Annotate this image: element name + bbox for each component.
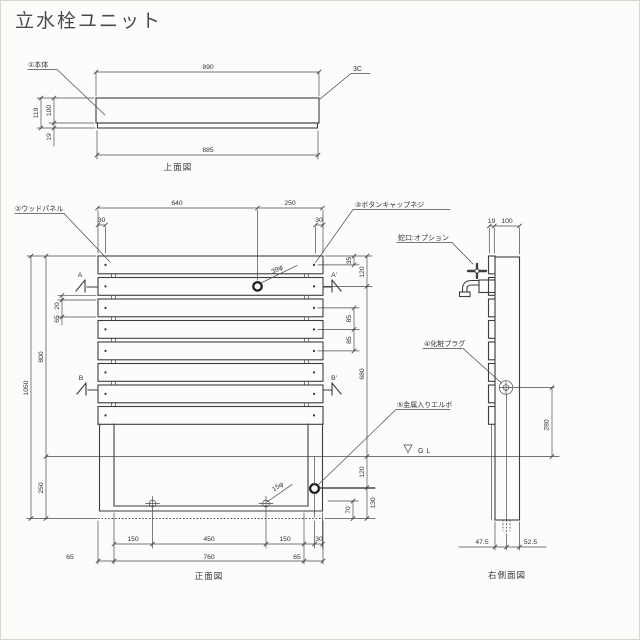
dim-52-5: 52.5 — [524, 539, 537, 546]
side-slat-ends — [487, 255, 496, 425]
gl-triangle-icon — [403, 444, 413, 454]
section-b-prime: B' — [331, 375, 337, 382]
dim-885: 885 — [202, 147, 214, 154]
dim-890: 890 — [202, 64, 214, 71]
dim-65: 65 — [54, 315, 61, 323]
dim-85b: 85 — [346, 336, 353, 344]
dim-30-right: 30 — [315, 217, 323, 224]
dim-250-buried: 250 — [38, 482, 45, 494]
page-title: 立水栓ユニット — [15, 10, 162, 32]
callout-body: ①本体 — [28, 60, 48, 69]
dim-150-left: 150 — [127, 536, 139, 543]
dim-65-left: 65 — [66, 554, 74, 561]
top-view-base — [96, 122, 319, 129]
dim-800: 800 — [38, 351, 45, 363]
section-a: A — [78, 272, 83, 279]
callout-decor-plug: ④化粧プラグ — [424, 339, 465, 348]
dim-15dia: 15φ — [271, 481, 285, 494]
dim-120-bottom: 120 — [359, 466, 366, 478]
front-view: GL 39φ 15φ A A' B B' 640 250 30 30 — [14, 200, 560, 581]
dim-760: 760 — [203, 554, 215, 561]
dim-100-side: 100 — [501, 218, 513, 225]
dim-450: 450 — [203, 536, 215, 543]
dim-19: 19 — [46, 133, 53, 141]
dim-120-top: 120 — [359, 266, 366, 278]
section-marks: A A' B B' — [75, 272, 342, 396]
callout-metal-elbow: ⑤金属入りエルボ — [397, 400, 452, 409]
screw-dots — [104, 263, 316, 417]
caption-front-view: 正面図 — [195, 571, 224, 581]
elbow-icon — [308, 482, 321, 495]
dim-30-left: 30 — [98, 217, 106, 224]
caption-side-view: 右側面図 — [488, 570, 526, 580]
section-b: B — [79, 375, 84, 382]
dim-119: 119 — [33, 107, 40, 118]
wood-slats — [97, 255, 324, 425]
faucet-icon — [458, 262, 496, 298]
dim-150-right: 150 — [279, 536, 291, 543]
top-view-body — [95, 97, 320, 124]
dim-19-side: 19 — [488, 218, 496, 225]
dim-1050: 1050 — [23, 380, 30, 395]
dim-250-top: 250 — [284, 200, 296, 207]
dim-30-bottom: 30 — [315, 536, 323, 543]
dim-280: 280 — [544, 419, 551, 431]
caption-top-view: 上面図 — [164, 162, 193, 172]
section-a-prime: A' — [331, 272, 337, 279]
dim-85a: 85 — [346, 315, 353, 323]
dim-65-right: 65 — [293, 554, 301, 561]
dim-35: 35 — [346, 257, 353, 265]
dim-47-5: 47.5 — [475, 539, 488, 546]
dim-39dia: 39φ — [270, 264, 284, 276]
gl-label: GL — [418, 448, 433, 455]
legs-and-base — [98, 423, 324, 512]
side-view: 蛇口:オプション ④化粧プラグ 19 100 280 47.5 52.5 右側面… — [396, 218, 555, 580]
dim-680: 680 — [359, 368, 366, 380]
callout-wood-panel: ②ウッドパネル — [15, 205, 63, 213]
callout-faucet: 蛇口:オプション — [398, 233, 449, 242]
hole-39-icon — [252, 281, 263, 292]
dim-130: 130 — [370, 497, 377, 509]
dim-640: 640 — [171, 200, 183, 207]
callout-chamfer: 3C — [353, 66, 362, 73]
dim-100: 100 — [46, 105, 53, 117]
side-post — [494, 256, 521, 521]
top-view: 890 885 119 100 19 ①本体 3C 上面図 — [27, 60, 371, 172]
callout-button-cap-screw: ③ボタンキャップネジ — [355, 200, 424, 209]
dim-70: 70 — [345, 506, 352, 514]
dim-20: 20 — [54, 302, 61, 310]
support-posts — [111, 255, 309, 425]
